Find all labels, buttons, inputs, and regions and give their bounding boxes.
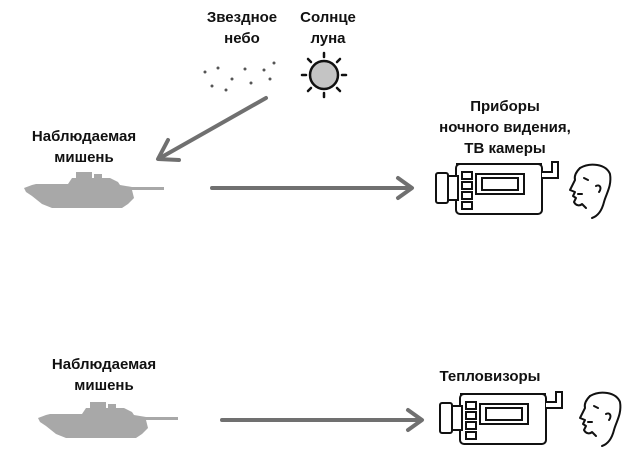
tank-icon — [38, 402, 178, 438]
target-label-top-line1: Наблюдаемая — [31, 128, 137, 145]
sun-label-line2: луна — [310, 30, 346, 47]
target-label-top-line2: мишень — [54, 149, 114, 166]
devices-label-bottom: Тепловизоры — [428, 366, 552, 387]
sun-label-line1: Солнце — [300, 9, 356, 26]
sky-label-line2: небо — [224, 30, 260, 47]
observer-face-icon — [569, 163, 612, 219]
arrow-icon — [156, 96, 268, 162]
video-camera-icon — [439, 391, 563, 445]
arrow-icon — [210, 176, 414, 200]
target-label-bottom-line1: Наблюдаемая — [51, 356, 157, 373]
devices-label-bottom-line1: Тепловизоры — [439, 368, 541, 385]
target-label-bottom-line2: мишень — [74, 377, 134, 394]
sky-label-line1: Звездное — [206, 9, 278, 26]
target-label-top: Наблюдаемая мишень — [22, 126, 146, 168]
devices-label-top: Приборы ночного видения, ТВ камеры — [420, 96, 590, 159]
target-label-bottom: Наблюдаемая мишень — [42, 354, 166, 396]
sky-label: Звездное небо — [196, 7, 288, 49]
stars-icon — [203, 61, 276, 92]
tank-icon — [24, 172, 164, 208]
observer-face-icon — [579, 391, 622, 447]
sun-icon — [300, 51, 348, 99]
devices-label-top-line1: Приборы — [470, 98, 540, 115]
devices-label-top-line2: ночного видения, — [439, 119, 571, 136]
sun-label: Солнце луна — [288, 7, 368, 49]
video-camera-icon — [435, 161, 559, 215]
arrow-icon — [220, 408, 424, 432]
devices-label-top-line3: ТВ камеры — [464, 140, 546, 157]
